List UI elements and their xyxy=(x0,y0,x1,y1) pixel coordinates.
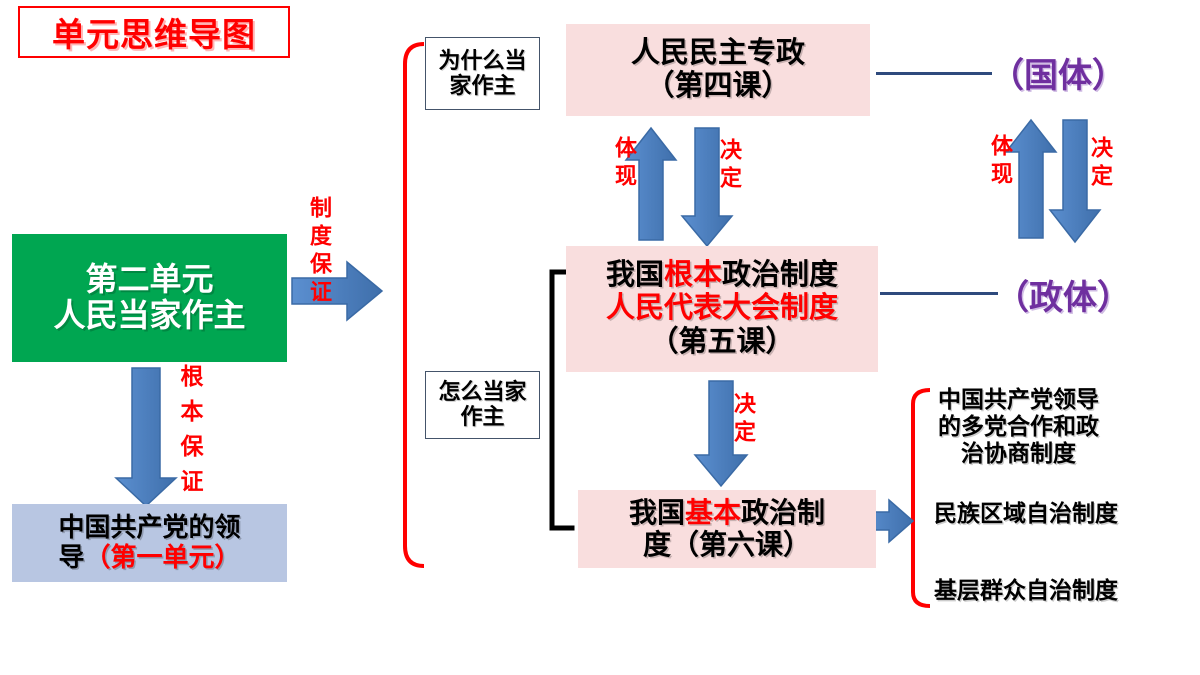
connector-line-guoti xyxy=(876,72,992,75)
unit-box[interactable]: 第二单元 人民当家作主 xyxy=(12,234,287,362)
party-box-line2: 导（第一单元） xyxy=(58,542,241,573)
party-box-line2-black: 导 xyxy=(58,542,85,572)
lesson5-line1-b: 根本 xyxy=(663,259,722,292)
basic-system-item-2[interactable]: 民族区域自治制度 xyxy=(934,500,1118,526)
basic-system-item-3[interactable]: 基层群众自治制度 xyxy=(934,577,1118,603)
unit-box-line2: 人民当家作主 xyxy=(53,297,246,333)
lesson6-line1-c: 政治制 xyxy=(741,497,826,529)
arrow-label-tixian-top: 体现 xyxy=(612,136,637,192)
arrow-label-tixian-right: 体现 xyxy=(988,134,1013,190)
arrow-label-jueding-right: 决定 xyxy=(1088,136,1113,192)
basic-system-item-1-line3: 治协商制度 xyxy=(961,440,1076,467)
basic-system-item-1-line1: 中国共产党领导 xyxy=(938,386,1099,412)
connector-line-zhengti xyxy=(880,292,998,295)
arrow-label-jueding-mid: 决定 xyxy=(731,392,756,448)
lesson5-line1-c: 政治制度 xyxy=(722,259,839,292)
diagram-title-box: 单元思维导图 xyxy=(18,6,290,58)
lesson5-line1: 我国根本政治制度 xyxy=(606,259,838,292)
arrow-label-jueding-top: 决定 xyxy=(717,138,742,194)
lesson5-line1-a: 我国 xyxy=(605,259,664,292)
question-why-line1: 为什么当 xyxy=(438,47,527,73)
question-box-why[interactable]: 为什么当 家作主 xyxy=(425,37,540,110)
lesson6-line2: 度（第六课） xyxy=(642,529,811,560)
lesson5-box[interactable]: 我国根本政治制度 人民代表大会制度 （第五课） xyxy=(566,246,878,372)
label-guoti: （国体） xyxy=(990,57,1126,95)
arrow-label-zhidu-baozheng: 制度保证 xyxy=(307,196,332,308)
lesson6-line1-a: 我国 xyxy=(628,497,685,529)
basic-system-item-1-line2: 的多党合作和政 xyxy=(938,413,1099,440)
lesson6-line1-b: 基本 xyxy=(684,497,741,529)
party-box-line1: 中国共产党的领 xyxy=(58,512,241,543)
question-how-line1: 怎么当家 xyxy=(438,379,527,405)
question-why-line2: 家作主 xyxy=(449,72,516,98)
lesson4-line1: 人民民主专政 xyxy=(630,36,805,69)
party-box-line2-red: （第一单元） xyxy=(84,542,241,572)
label-zhengti: （政体） xyxy=(995,279,1131,317)
lesson4-box[interactable]: 人民民主专政 （第四课） xyxy=(566,24,870,116)
question-how-line2: 作主 xyxy=(460,404,505,429)
party-leadership-box[interactable]: 中国共产党的领 导（第一单元） xyxy=(12,504,287,582)
arrow-down-genben-baozheng xyxy=(114,367,178,508)
lesson6-line1: 我国基本政治制 xyxy=(629,497,825,529)
lesson4-line2: （第四课） xyxy=(645,70,791,102)
question-box-how[interactable]: 怎么当家 作主 xyxy=(425,371,540,439)
red-bracket-main xyxy=(403,42,425,568)
page-title: 单元思维导图 xyxy=(52,16,256,53)
red-bracket-basic-systems xyxy=(911,388,931,608)
arrow-label-genben-baozheng: 根本保证 xyxy=(177,364,202,504)
lesson5-line2: 人民代表大会制度 xyxy=(605,292,838,325)
unit-box-line1: 第二单元 xyxy=(85,261,214,298)
lesson5-line3: （第五课） xyxy=(649,325,795,358)
basic-system-item-1[interactable]: 中国共产党领导 的多党合作和政 治协商制度 xyxy=(938,386,1099,467)
lesson6-box[interactable]: 我国基本政治制 度（第六课） xyxy=(578,490,876,568)
